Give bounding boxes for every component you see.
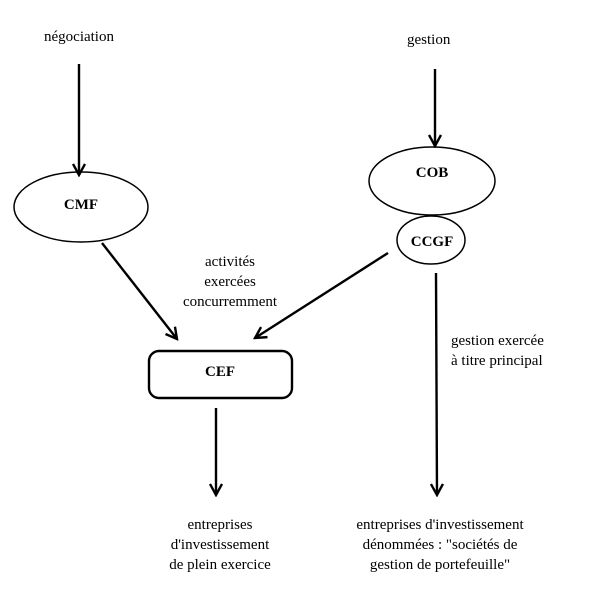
output-label-right: entreprises d'investissement dénommées :… (335, 515, 545, 575)
node-cmf-shape (13, 171, 149, 243)
output-label-right-line: dénommées : "sociétés de (362, 537, 518, 553)
edge-label-concurrent-line: exercées (204, 274, 256, 290)
edge-label-principal-line: à titre principal (451, 353, 543, 369)
arrow-ccgf-to-cef (255, 251, 389, 338)
node-cob-label: COB (415, 165, 449, 181)
input-label-gestion: gestion (407, 32, 451, 48)
node-cef-label: CEF (205, 364, 235, 380)
edge-label-concurrent: activités exercées concurremment (170, 252, 290, 312)
edge-label-concurrent-line: concurremment (182, 294, 278, 310)
output-label-left: entreprises d'investissement de plein ex… (160, 515, 280, 575)
node-ccgf-shape (396, 215, 466, 265)
edge-label-principal-line: gestion exercée (451, 333, 544, 349)
node-cob-shape (368, 146, 496, 216)
output-label-right-line: entreprises d'investissement (356, 517, 524, 533)
edge-label-concurrent-line: activités (205, 254, 255, 270)
node-cmf-label: CMF (63, 197, 99, 213)
arrow-ccgf-to-output-right (436, 272, 437, 495)
arrow-cmf-to-cef (101, 242, 177, 339)
edge-label-principal: gestion exercée à titre principal (451, 331, 544, 371)
node-cef-shape (147, 349, 294, 400)
output-label-left-line: de plein exercice (169, 557, 271, 573)
input-label-negociation: négociation (44, 29, 114, 45)
output-label-left-line: entreprises (187, 517, 253, 533)
output-label-right-line: gestion de portefeuille" (369, 557, 511, 573)
node-ccgf-label: CCGF (410, 234, 454, 250)
output-label-left-line: d'investissement (170, 537, 270, 553)
